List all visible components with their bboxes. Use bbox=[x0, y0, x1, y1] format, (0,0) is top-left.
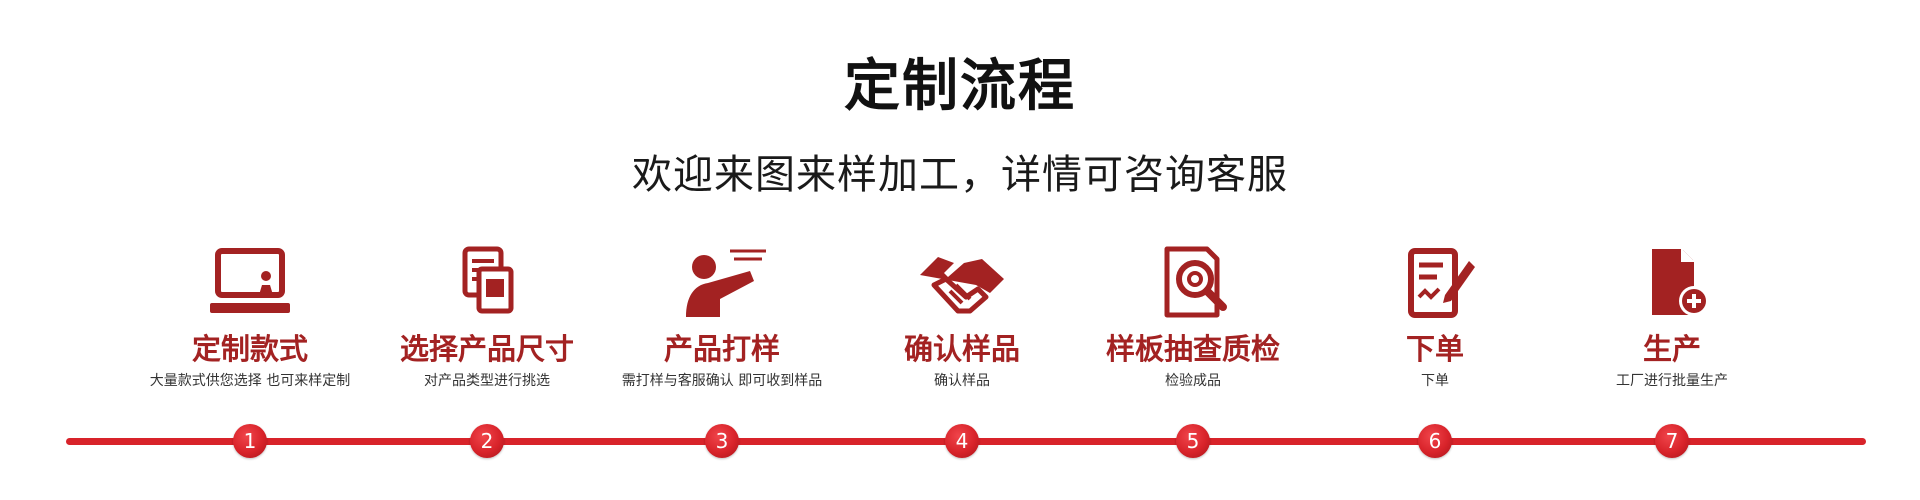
step-title: 样板抽查质检 bbox=[1105, 332, 1280, 366]
step-3: 产品打样 需打样与客服确认 即可收到样品 bbox=[582, 245, 862, 391]
step-desc: 对产品类型进行挑选 bbox=[424, 373, 550, 389]
step-title: 确认样品 bbox=[903, 332, 1020, 366]
step-desc: 工厂进行批量生产 bbox=[1616, 373, 1728, 389]
step-2: 选择产品尺寸 对产品类型进行挑选 bbox=[347, 245, 627, 391]
document-add-icon bbox=[1652, 249, 1709, 316]
step-desc: 大量款式供您选择 也可来样定制 bbox=[149, 373, 351, 389]
step-6: 下单 下单 bbox=[1295, 245, 1575, 391]
step-7: 生产 工厂进行批量生产 bbox=[1532, 245, 1812, 391]
step-number-badge: 4 bbox=[945, 424, 979, 458]
page-title: 定制流程 bbox=[844, 54, 1076, 119]
magnifier-inspect-icon bbox=[1164, 246, 1227, 318]
step-desc: 检验成品 bbox=[1165, 373, 1221, 389]
step-desc: 确认样品 bbox=[934, 373, 990, 389]
step-number-badge: 7 bbox=[1655, 424, 1689, 458]
step-number-badge: 5 bbox=[1176, 424, 1210, 458]
step-5: 样板抽查质检 检验成品 bbox=[1053, 245, 1333, 391]
order-form-pen-icon bbox=[1408, 248, 1475, 318]
step-number-badge: 1 bbox=[233, 424, 267, 458]
step-desc: 下单 bbox=[1421, 373, 1449, 389]
handshake-icon bbox=[920, 257, 1004, 314]
step-number-badge: 3 bbox=[705, 424, 739, 458]
step-title: 产品打样 bbox=[663, 332, 780, 366]
step-1: 定制款式 大量款式供您选择 也可来样定制 bbox=[110, 245, 390, 391]
step-title: 下单 bbox=[1405, 332, 1464, 366]
step-desc: 需打样与客服确认 即可收到样品 bbox=[621, 373, 823, 389]
page-subtitle: 欢迎来图来样加工，详情可咨询客服 bbox=[632, 152, 1288, 198]
presenter-icon bbox=[686, 249, 766, 317]
step-number-badge: 2 bbox=[470, 424, 504, 458]
step-title: 定制款式 bbox=[191, 332, 308, 366]
step-4: 确认样品 确认样品 bbox=[822, 245, 1102, 391]
step-title: 生产 bbox=[1642, 332, 1701, 366]
step-number-badge: 6 bbox=[1418, 424, 1452, 458]
step-title: 选择产品尺寸 bbox=[399, 332, 574, 366]
monitor-presenter-icon bbox=[210, 248, 290, 313]
documents-stack-icon bbox=[462, 246, 514, 314]
